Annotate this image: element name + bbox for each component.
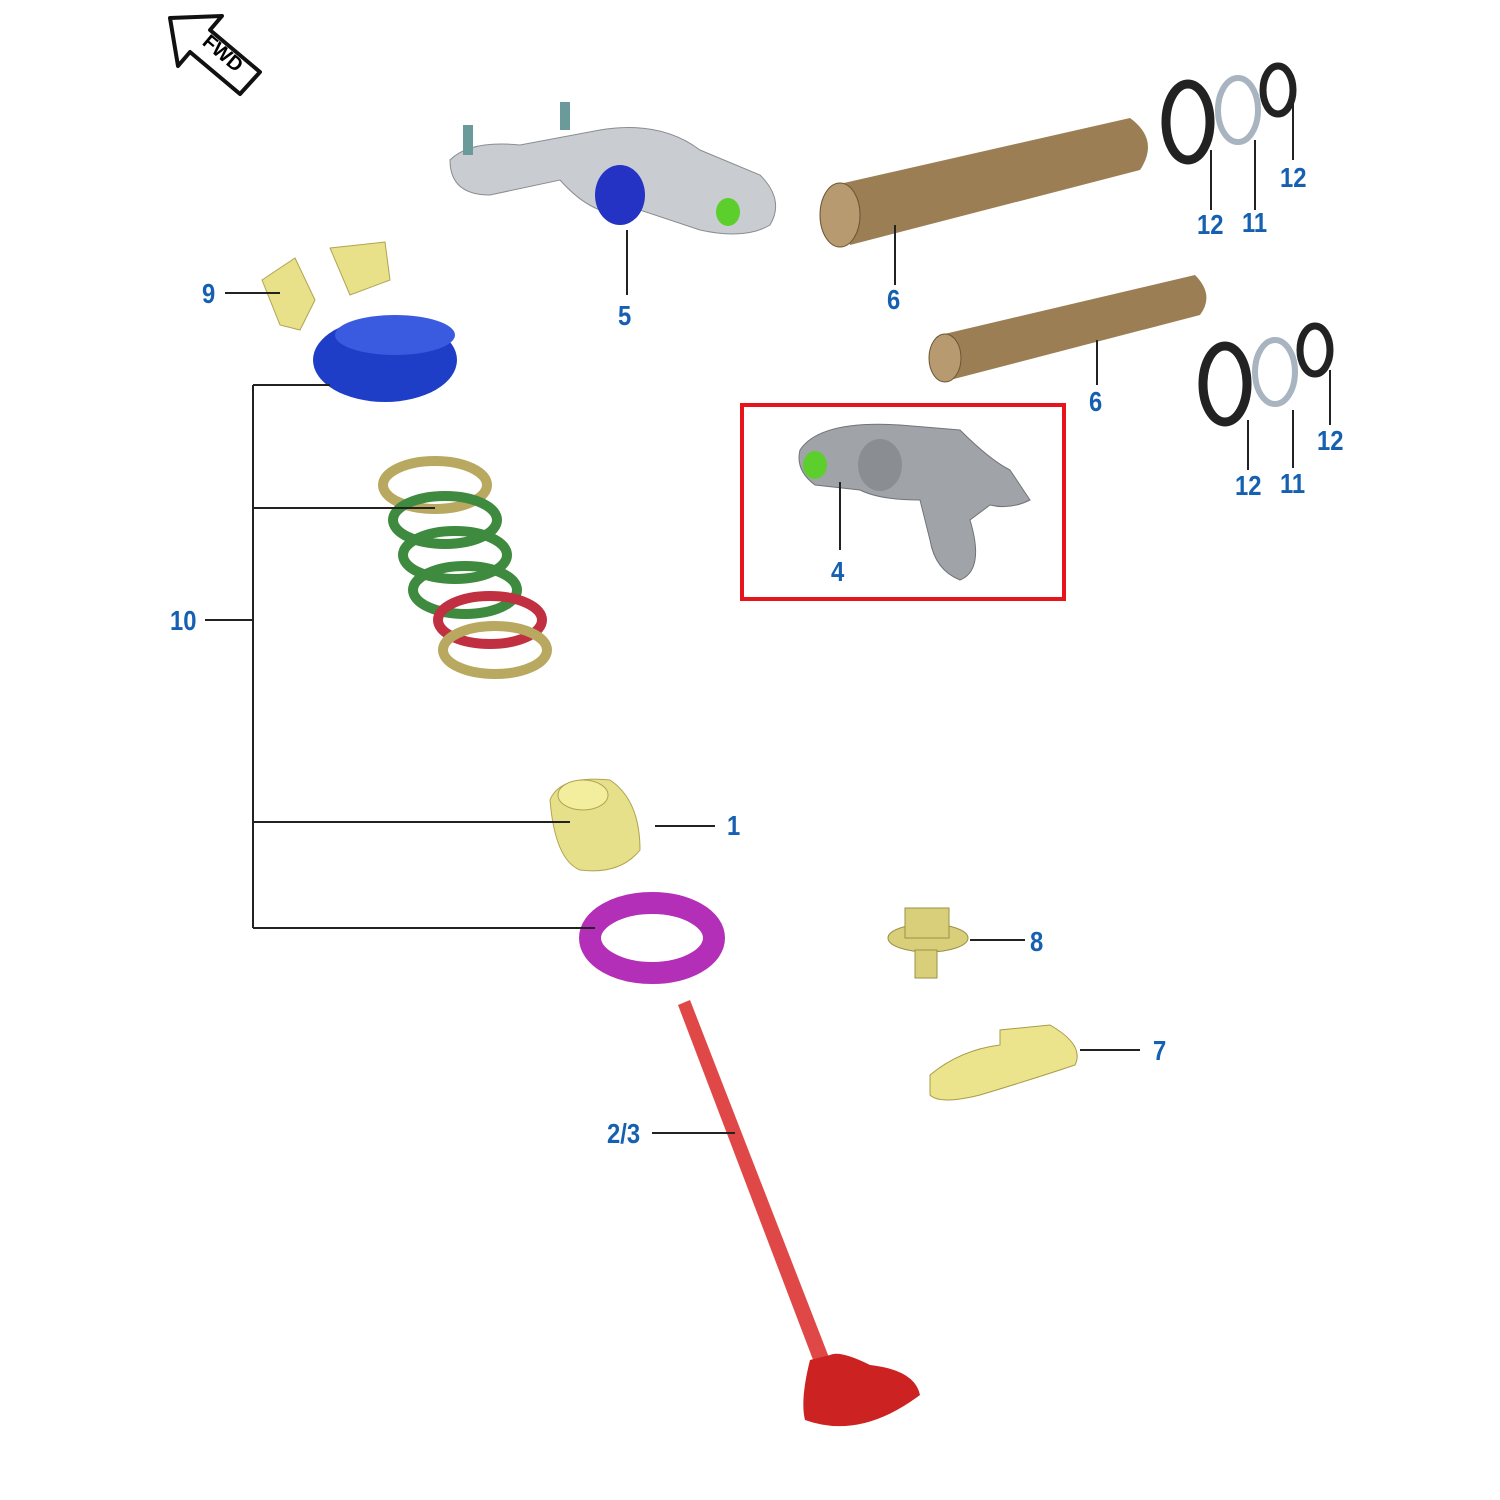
valve-stem-seal-1 [549, 778, 641, 872]
callout-6[interactable]: 6 [887, 284, 901, 315]
callout-12[interactable]: 12 [1280, 162, 1307, 193]
highlighted-part-frame [740, 403, 1066, 601]
callout-6[interactable]: 6 [1089, 386, 1103, 417]
callout-9[interactable]: 9 [202, 278, 216, 309]
callout-12[interactable]: 12 [1235, 470, 1262, 501]
spring-seat-washer [579, 892, 725, 984]
washers-11-12 [1161, 62, 1334, 427]
rocker-shaft-6 [819, 118, 1207, 383]
spring-retainer [313, 315, 457, 402]
callout-10[interactable]: 10 [170, 605, 197, 636]
callout-8[interactable]: 8 [1030, 926, 1044, 957]
callout-7[interactable]: 7 [1153, 1035, 1167, 1066]
valve-keepers-9 [261, 241, 391, 331]
bracket-7 [929, 1024, 1078, 1101]
valve-2-3 [678, 1000, 920, 1427]
callout-4[interactable]: 4 [831, 556, 845, 587]
rocker-arm-4 [798, 423, 1031, 581]
leader-lines [205, 100, 1331, 1134]
fwd-arrow-icon: FWD [168, 14, 262, 96]
callout-11[interactable]: 11 [1242, 207, 1268, 238]
callout-12[interactable]: 12 [1197, 209, 1224, 240]
callout-12[interactable]: 12 [1317, 425, 1344, 456]
bolt-8 [887, 907, 969, 979]
callout-1[interactable]: 1 [727, 810, 741, 841]
valve-spring [378, 456, 552, 679]
callout-2-3[interactable]: 2/3 [607, 1118, 641, 1149]
callout-11[interactable]: 11 [1280, 468, 1306, 499]
rocker-arm-5 [449, 102, 777, 235]
callout-5[interactable]: 5 [618, 300, 632, 331]
